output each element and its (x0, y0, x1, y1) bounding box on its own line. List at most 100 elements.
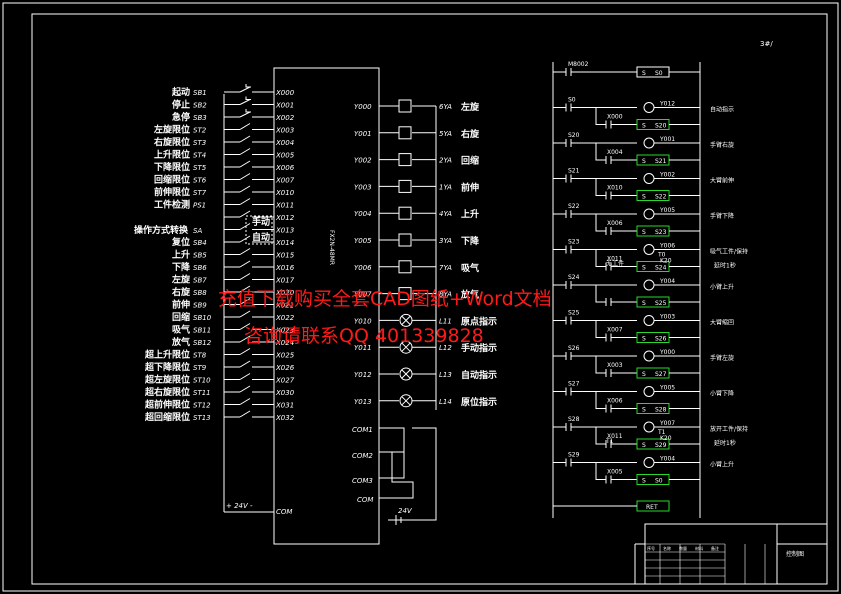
input-dev: ST2 (193, 127, 207, 135)
input-label: 超回缩限位 (144, 411, 190, 423)
rung-sub-coil: S24 (655, 265, 667, 272)
rung-timer: T0 (657, 252, 666, 259)
no-contact-icon (565, 68, 572, 76)
input-dev: SB7 (193, 277, 207, 285)
corner-note: 3#/ (760, 40, 773, 48)
input-addr: X020 (275, 289, 295, 297)
title-block-grid: 序号名称数量材料备注 (645, 543, 766, 585)
title-cell: 序号 (647, 545, 655, 551)
input-addr: X016 (275, 264, 295, 272)
input-dev: ST7 (193, 189, 207, 197)
button-contact-icon (239, 109, 251, 118)
input-dev: ST10 (193, 377, 211, 385)
input-dev: ST6 (193, 177, 207, 185)
input-dev: ST13 (193, 414, 211, 422)
input-addr: X026 (275, 364, 295, 372)
input-label: 左旋限位 (153, 124, 190, 136)
input-dev: SB4 (193, 239, 207, 247)
output-addr: Y011 (354, 344, 372, 352)
rung-contact: S22 (568, 203, 580, 210)
drawing-name: 控制图 (786, 550, 804, 558)
input-label: 左旋 (171, 274, 191, 286)
rung-sub-contact: X005 (607, 469, 623, 476)
rung-sub-coil: S23 (655, 229, 667, 236)
input-dev: SB12 (193, 339, 212, 347)
out-com-wires (379, 427, 414, 499)
rung-note: 小臂下降 (710, 390, 734, 398)
svg-text:S: S (642, 407, 646, 414)
solenoid-coil-icon (398, 260, 412, 274)
input-label: 上升限位 (154, 149, 190, 161)
rung-coil: Y004 (659, 278, 675, 285)
input-addr: X005 (275, 152, 295, 160)
no-contact-icon (565, 281, 572, 289)
rung-sub-contact: X000 (607, 114, 623, 121)
rung-sub-contact: X007 (607, 327, 623, 334)
rung-note: 吸气工件/保持 (710, 248, 748, 256)
switch-contact-icon (239, 160, 251, 168)
title-cell: 名称 (663, 545, 671, 551)
input-label: 吸气 (172, 324, 190, 336)
rung-note: 手臂左旋 (710, 354, 734, 362)
no-contact-icon (565, 139, 572, 147)
output-label: 上升 (461, 208, 479, 220)
rung-contact: M8002 (568, 61, 589, 68)
input-addr: X024 (275, 339, 294, 347)
output-addr: Y003 (354, 183, 372, 191)
input-dev: ST3 (193, 139, 206, 147)
input-dev: SB11 (193, 327, 211, 335)
rung-contact: S29 (568, 452, 580, 459)
switch-contact-icon (239, 235, 251, 243)
rung-contact: S28 (568, 416, 580, 423)
rung-sub-coil: S29 (655, 442, 667, 449)
rung-coil: Y001 (659, 136, 675, 143)
input-addr: X027 (275, 377, 295, 385)
out-supply: 24V (398, 507, 413, 515)
switch-contact-icon (239, 385, 251, 393)
out-com3: COM3 (352, 477, 373, 485)
rung-sub-coil: S0 (655, 478, 663, 485)
switch-contact-icon (239, 148, 251, 155)
rung-contact: S0 (568, 97, 576, 104)
switch-contact-icon (239, 285, 251, 293)
output-addr: Y002 (354, 157, 372, 165)
no-contact-icon (565, 174, 572, 183)
output-coil-icon (643, 102, 655, 113)
no-contact-icon (565, 352, 572, 360)
input-addr: X017 (275, 277, 295, 285)
input-label: 回缩限位 (154, 174, 190, 186)
input-label: 复位 (171, 236, 190, 248)
svg-text:S: S (642, 123, 646, 130)
output-addr: Y001 (354, 130, 372, 138)
switch-contact-icon (239, 198, 251, 205)
svg-text:S: S (642, 229, 646, 236)
watermark-line1: 充值下载购买全套CAD图纸+Word文档 (218, 288, 552, 310)
button-contact-icon (239, 84, 251, 93)
mode-switch-label: 操作方式转换 (134, 224, 189, 236)
output-coil-icon (643, 457, 655, 468)
input-label: 急停 (172, 111, 190, 123)
output-label: 原点指示 (461, 315, 497, 327)
input-label: 起动 (171, 86, 190, 98)
input-addr: X011 (275, 202, 294, 210)
input-dev: SB2 (193, 102, 207, 110)
input-addr: X000 (275, 89, 295, 97)
input-addr: X015 (275, 252, 295, 260)
rung-note2: 延时1秒 (714, 262, 736, 270)
output-addr: Y012 (354, 371, 372, 379)
mode-switch-box (245, 215, 273, 245)
output-coil-icon (643, 244, 655, 255)
mode-manual: 手动 (252, 216, 270, 228)
input-label: 工件检测 (154, 199, 190, 211)
svg-text:S: S (642, 265, 646, 272)
rung-note2: 延时1秒 (714, 439, 736, 447)
rung-coil: Y003 (659, 314, 675, 321)
rung-contact: S26 (568, 345, 580, 352)
input-label: 超下降限位 (144, 361, 190, 373)
rung-note: 手臂下降 (710, 212, 734, 220)
svg-text:S: S (642, 300, 646, 307)
output-label: 回缩 (461, 155, 479, 167)
input-label: 回缩 (172, 311, 190, 323)
rung-timer: T1 (657, 429, 666, 436)
